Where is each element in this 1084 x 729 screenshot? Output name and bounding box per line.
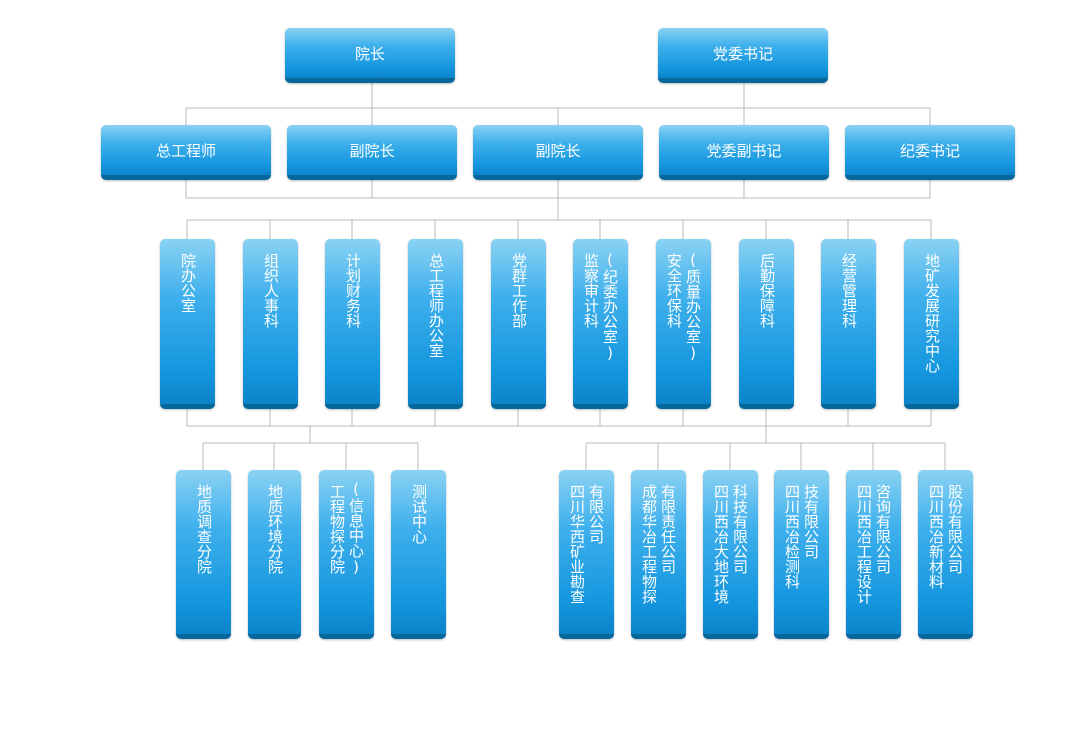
- node-label: 后勤保障科: [758, 253, 776, 328]
- node-label: 党委书记: [712, 44, 773, 63]
- node-label-line-1: (质量办公室): [684, 251, 702, 362]
- node-label-line-2: 监察审计科: [582, 253, 600, 328]
- dept-dean-office: 院办公室: [160, 239, 215, 409]
- node-label: 测试中心: [410, 484, 428, 544]
- node-label-line-1: 技有限公司: [802, 484, 820, 559]
- node-label: 总工程师: [155, 141, 216, 160]
- dept-party-work: 党群工作部: [491, 239, 546, 409]
- node-label-line-2: 安全环保科: [665, 253, 683, 328]
- node-label: 地质环境分院: [266, 484, 284, 574]
- node-label: 党群工作部: [510, 253, 528, 328]
- node-vice-dean-2: 副院长: [473, 125, 643, 180]
- node-label-line-1: (信息中心): [347, 480, 365, 576]
- inst-geo-survey: 地质调查分院: [176, 470, 231, 639]
- node-label-line-2: 四川华西矿业勘查: [568, 484, 586, 604]
- node-discipline-secretary: 纪委书记: [845, 125, 1015, 180]
- dept-audit: (纪委办公室) 监察审计科: [573, 239, 628, 409]
- co-xiye-design: 咨询有限公司 四川西冶工程设计: [846, 470, 901, 639]
- node-label-line-1: 有限公司: [587, 484, 605, 544]
- dept-logistics: 后勤保障科: [739, 239, 794, 409]
- node-label: 副院长: [535, 141, 581, 160]
- node-label: 地矿发展研究中心: [923, 253, 941, 373]
- node-label-line-2: 四川西冶新材料: [927, 484, 945, 589]
- node-label: 总工程师办公室: [427, 253, 445, 358]
- co-xiye-testing: 技有限公司 四川西冶检测科: [774, 470, 829, 639]
- dept-research-center: 地矿发展研究中心: [904, 239, 959, 409]
- node-label-line-2: 四川西冶大地环境: [712, 484, 730, 604]
- node-party-deputy-secretary: 党委副书记: [659, 125, 829, 180]
- co-huaxi-mining: 有限公司 四川华西矿业勘查: [559, 470, 614, 639]
- inst-geophysics: (信息中心) 工程物探分院: [319, 470, 374, 639]
- node-label: 计划财务科: [344, 253, 362, 328]
- co-xiye-env: 科技有限公司 四川西冶大地环境: [703, 470, 758, 639]
- node-label: 纪委书记: [899, 141, 960, 160]
- node-label: 组织人事科: [262, 253, 280, 328]
- node-label: 副院长: [349, 141, 395, 160]
- node-vice-dean-1: 副院长: [287, 125, 457, 180]
- inst-geo-env: 地质环境分院: [248, 470, 301, 639]
- node-label: 地质调查分院: [195, 484, 213, 574]
- dept-hr: 组织人事科: [243, 239, 298, 409]
- node-chief-engineer: 总工程师: [101, 125, 271, 180]
- node-label-line-2: 成都华冶工程物探: [640, 484, 658, 604]
- dept-finance: 计划财务科: [325, 239, 380, 409]
- node-label: 院长: [354, 44, 385, 63]
- dept-engineer-office: 总工程师办公室: [408, 239, 463, 409]
- node-label: 党委副书记: [706, 141, 782, 160]
- inst-testing-center: 测试中心: [391, 470, 446, 639]
- node-label-line-1: 科技有限公司: [731, 484, 749, 574]
- node-label-line-2: 四川西冶检测科: [783, 484, 801, 589]
- node-label-line-1: 有限责任公司: [659, 484, 677, 574]
- dept-operation: 经营管理科: [821, 239, 876, 409]
- node-label: 院办公室: [179, 253, 197, 313]
- node-label-line-1: 咨询有限公司: [874, 484, 892, 574]
- node-label-line-2: 四川西冶工程设计: [855, 484, 873, 604]
- node-label-line-1: 股份有限公司: [946, 484, 964, 574]
- node-dean: 院长: [285, 28, 455, 83]
- co-chengdu-huaye: 有限责任公司 成都华冶工程物探: [631, 470, 686, 639]
- node-label: 经营管理科: [840, 253, 858, 328]
- dept-safety: (质量办公室) 安全环保科: [656, 239, 711, 409]
- node-party-secretary: 党委书记: [658, 28, 828, 83]
- node-label-line-1: (纪委办公室): [601, 251, 619, 362]
- co-xiye-material: 股份有限公司 四川西冶新材料: [918, 470, 973, 639]
- node-label-line-2: 工程物探分院: [328, 484, 346, 574]
